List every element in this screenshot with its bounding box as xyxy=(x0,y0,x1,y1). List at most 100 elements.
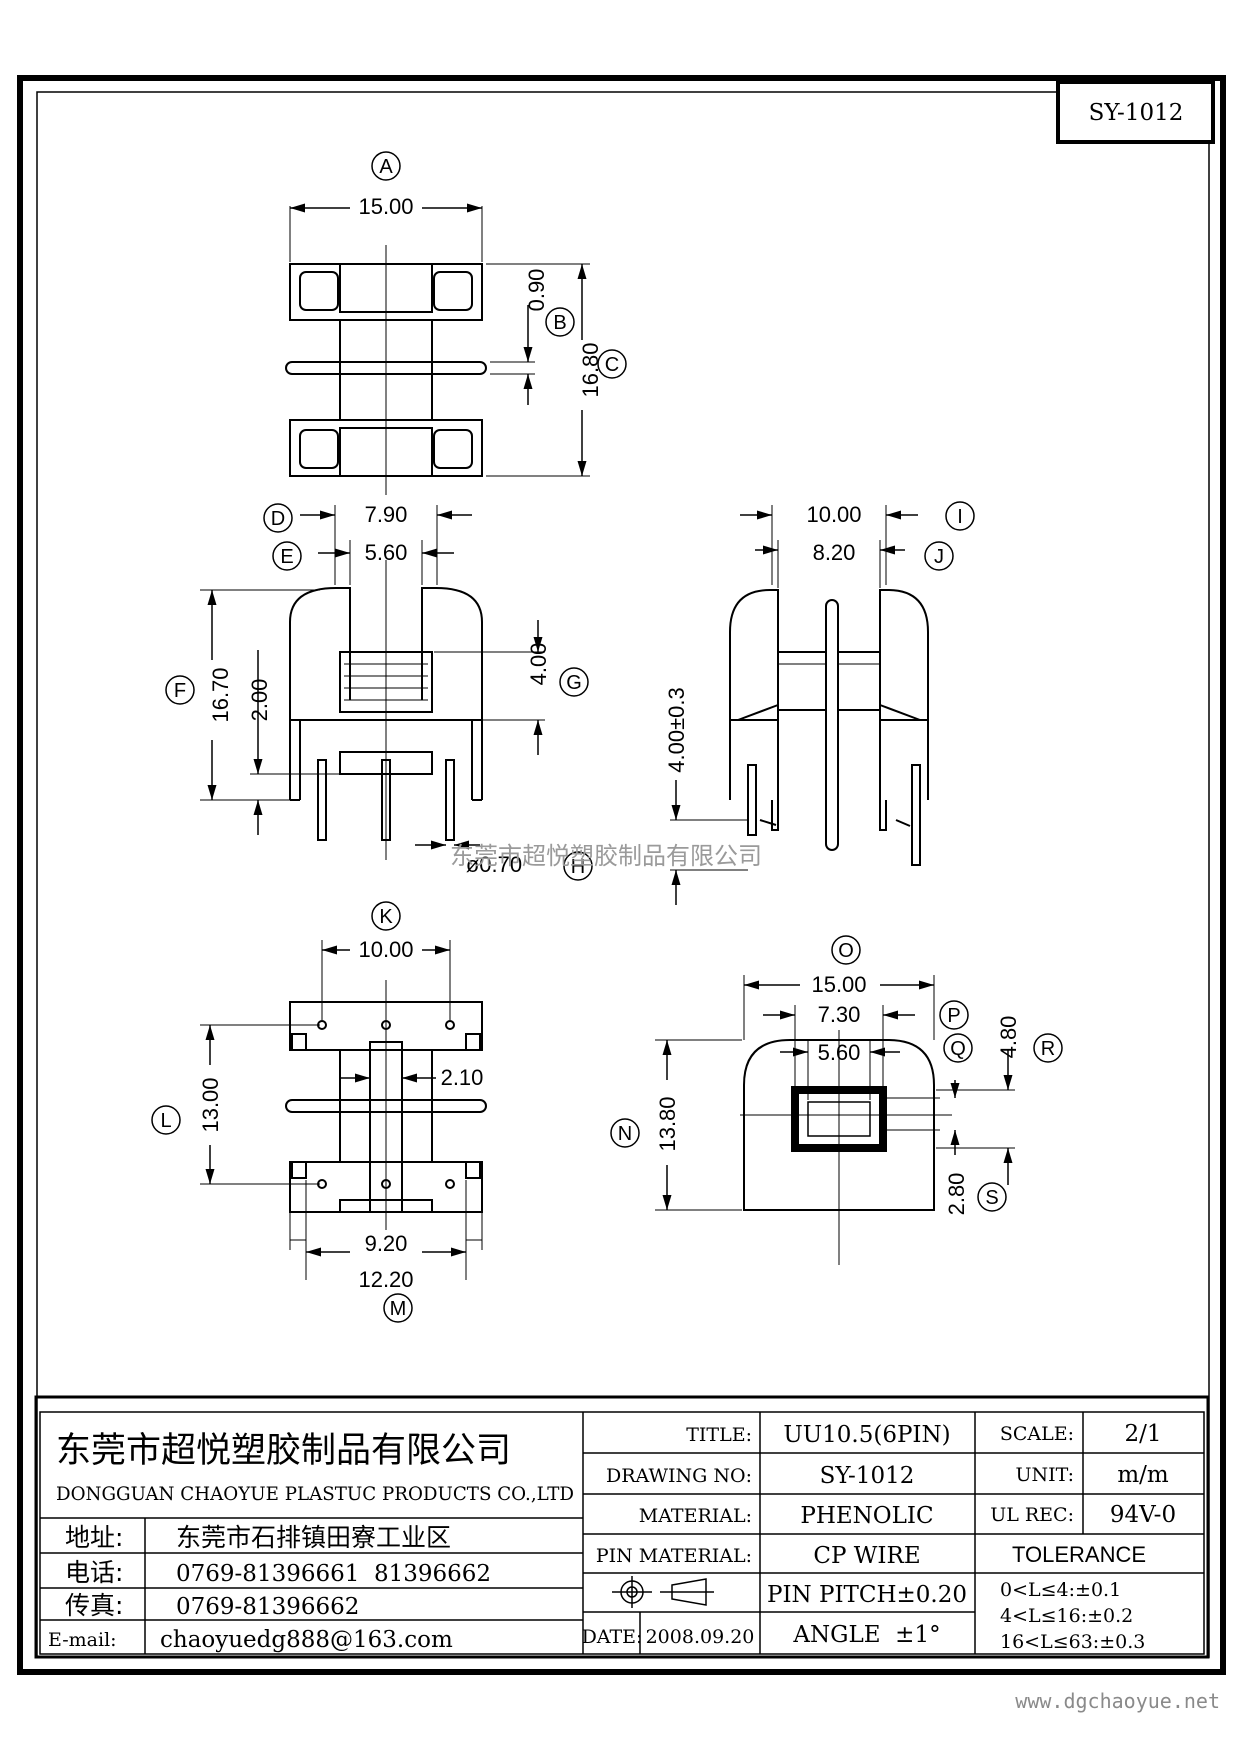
tolerance-row-1: 0<L≤4:±0.1 xyxy=(1000,1579,1121,1601)
date-value: 2008.09.20 xyxy=(646,1626,755,1648)
label-circle-i xyxy=(945,501,975,531)
ul-value: 94V-0 xyxy=(1110,1502,1176,1528)
label-circle-k xyxy=(371,901,401,931)
drawing-no-box-text: SY-1012 xyxy=(1089,100,1184,126)
tolerance-row-3: 16<L≤63:±0.3 xyxy=(1000,1631,1145,1653)
dim-L2: 2.10 xyxy=(441,1065,484,1090)
dim-I: 10.00 xyxy=(806,502,861,527)
label-circle-o xyxy=(831,935,861,965)
label-letter-n: N xyxy=(618,1123,632,1145)
address-label: 地址: xyxy=(65,1523,123,1552)
dim-D: 7.90 xyxy=(365,502,408,527)
dim-B: 0.90 xyxy=(524,269,549,312)
view-end xyxy=(655,975,1015,1265)
label-circle-a xyxy=(371,151,401,181)
dim-J: 8.20 xyxy=(813,540,856,565)
pin-pitch-value: PIN PITCH±0.20 xyxy=(767,1582,967,1608)
label-letter-j: J xyxy=(934,546,944,568)
scale-label: SCALE: xyxy=(1000,1423,1074,1445)
dim-Q: 5.60 xyxy=(818,1040,861,1065)
title-label: TITLE: xyxy=(686,1424,752,1446)
dim-M: 12.20 xyxy=(358,1267,413,1292)
dim-I-tol: 4.00±0.3 xyxy=(664,687,689,772)
dim-H: ø0.70 xyxy=(466,852,522,877)
label-letter-i: I xyxy=(957,506,963,528)
label-letter-c: C xyxy=(605,354,619,376)
label-letter-k: K xyxy=(379,906,393,928)
dim-A: 15.00 xyxy=(358,194,413,219)
tolerance-label: TOLERANCE xyxy=(1012,1542,1146,1567)
dim-G: 4.00 xyxy=(526,643,551,686)
title-value: UU10.5(6PIN) xyxy=(783,1422,950,1448)
address-value: 东莞市石排镇田寮工业区 xyxy=(176,1523,451,1552)
fax-value: 0769-81396662 xyxy=(176,1594,359,1620)
label-letter-g: G xyxy=(566,672,582,694)
label-circle-b xyxy=(545,307,575,337)
phone-value: 0769-81396661 81396662 xyxy=(176,1561,491,1587)
unit-label: UNIT: xyxy=(1015,1464,1074,1486)
label-letter-o: O xyxy=(838,940,854,962)
dim-M1: 9.20 xyxy=(365,1231,408,1256)
label-circle-h xyxy=(563,851,593,881)
outer-frame xyxy=(17,75,1226,1675)
label-letter-h: H xyxy=(571,856,585,878)
view-side xyxy=(670,505,929,905)
label-circle-s xyxy=(977,1182,1007,1212)
label-circle-n xyxy=(610,1118,640,1148)
dim-R: 4.80 xyxy=(996,1016,1021,1059)
dim-N: 13.80 xyxy=(655,1096,680,1151)
dim-F: 16.70 xyxy=(208,667,233,722)
label-letter-m: M xyxy=(390,1298,407,1320)
dim-P: 7.30 xyxy=(818,1002,861,1027)
scale-value: 2/1 xyxy=(1124,1421,1161,1447)
dim-F2: 2.00 xyxy=(247,679,272,722)
view-bottom xyxy=(200,940,487,1280)
view-front xyxy=(200,505,545,860)
dim-S: 2.80 xyxy=(944,1173,969,1216)
email-label: E-mail: xyxy=(48,1629,117,1651)
label-circle-m xyxy=(383,1293,413,1323)
drawing-no-box xyxy=(1056,80,1215,144)
label-circle-c xyxy=(597,349,627,379)
label-letter-e: E xyxy=(280,546,293,568)
label-circle-j xyxy=(924,541,954,571)
company-name-cn: 东莞市超悦塑胶制品有限公司 xyxy=(56,1431,511,1471)
label-circle-l xyxy=(151,1105,181,1135)
label-letter-f: F xyxy=(174,680,186,702)
label-circle-f xyxy=(165,675,195,705)
label-letter-q: Q xyxy=(950,1038,966,1060)
dim-E: 5.60 xyxy=(365,540,408,565)
label-circle-e xyxy=(272,541,302,571)
label-letter-s: S xyxy=(985,1187,998,1209)
pin-material-label: PIN MATERIAL: xyxy=(596,1545,752,1567)
drawing-no-value: SY-1012 xyxy=(820,1463,915,1489)
material-value: PHENOLIC xyxy=(800,1503,933,1529)
label-circle-g xyxy=(559,667,589,697)
fax-label: 传真: xyxy=(65,1591,123,1620)
label-circle-r xyxy=(1033,1033,1063,1063)
label-circle-q xyxy=(943,1033,973,1063)
label-letter-a: A xyxy=(379,156,393,178)
pin-material-value: CP WIRE xyxy=(813,1543,920,1569)
title-block xyxy=(34,1395,1210,1659)
angle-value: ANGLE ±1° xyxy=(792,1622,940,1648)
watermark-text: 东莞市超悦塑胶制品有限公司 xyxy=(450,842,762,870)
dim-L: 13.00 xyxy=(198,1077,223,1132)
label-letter-r: R xyxy=(1041,1038,1055,1060)
phone-label: 电话: xyxy=(65,1558,123,1587)
label-circle-d xyxy=(263,503,293,533)
drawing-no-label: DRAWING NO: xyxy=(606,1465,752,1487)
email-value: chaoyuedg888@163.com xyxy=(160,1627,453,1653)
view-top xyxy=(285,203,590,495)
label-letter-b: B xyxy=(553,312,566,334)
unit-value: m/m xyxy=(1117,1462,1169,1488)
label-letter-l: L xyxy=(160,1110,171,1132)
label-letter-d: D xyxy=(271,508,285,530)
ul-label: UL REC: xyxy=(990,1504,1074,1526)
dim-O: 15.00 xyxy=(811,972,866,997)
dim-K: 10.00 xyxy=(358,937,413,962)
company-name-en: DONGGUAN CHAOYUE PLASTUC PRODUCTS CO.,LT… xyxy=(56,1483,574,1505)
date-label: DATE: xyxy=(582,1626,643,1648)
